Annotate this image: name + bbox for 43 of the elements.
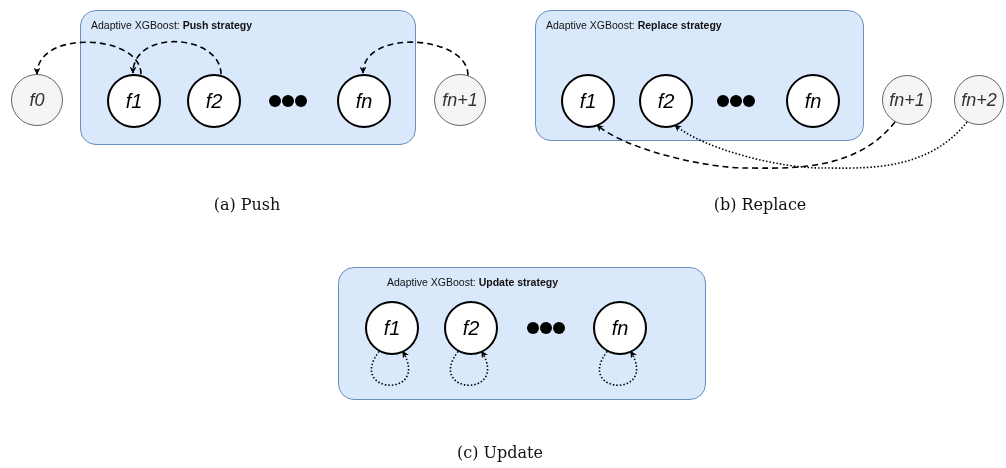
circle-node	[187, 74, 241, 128]
outside-circle-node	[434, 74, 486, 126]
circle-node	[786, 74, 840, 128]
outside-circle-node	[882, 75, 932, 125]
node-label: f2	[657, 89, 675, 113]
connector-arrow	[596, 121, 896, 169]
node-label: f0	[29, 89, 45, 111]
connector-arrow	[370, 350, 410, 386]
group-panel	[535, 10, 864, 141]
circle-node	[561, 74, 615, 128]
node-label: fn+2	[961, 89, 997, 111]
panel-heading: Adaptive XGBoost: Push strategy	[91, 19, 253, 31]
node-label: f1	[579, 89, 597, 113]
node-label: fn+1	[889, 89, 925, 111]
circle-node	[107, 74, 161, 128]
connector-arrow	[130, 40, 222, 75]
circle-node	[444, 301, 498, 355]
connector-arrow	[598, 350, 638, 386]
connector-arrow	[34, 41, 142, 75]
outside-circle-node	[11, 74, 63, 126]
node-label: f1	[383, 316, 401, 340]
panel-heading: Adaptive XGBoost: Update strategy	[387, 276, 558, 288]
circle-node	[639, 74, 693, 128]
node-label: fn	[355, 89, 373, 113]
group-panel	[80, 10, 416, 145]
figure-caption: (b) Replace	[713, 195, 807, 214]
outside-circle-node	[954, 75, 1004, 125]
node-label: fn	[611, 316, 629, 340]
node-label: f1	[125, 89, 143, 113]
node-label: f2	[205, 89, 223, 113]
circle-node	[337, 74, 391, 128]
figure-caption: (a) Push	[213, 195, 281, 214]
connector-arrow	[360, 41, 469, 77]
panel-heading: Adaptive XGBoost: Replace strategy	[546, 19, 722, 31]
node-label: fn+1	[442, 89, 478, 111]
node-label: f2	[462, 316, 480, 340]
connector-arrow	[449, 350, 489, 386]
circle-node	[593, 301, 647, 355]
node-label: fn	[804, 89, 822, 113]
connector-arrow	[674, 121, 968, 169]
circle-node	[365, 301, 419, 355]
group-panel	[338, 267, 706, 400]
figure-caption: (c) Update	[457, 443, 543, 462]
